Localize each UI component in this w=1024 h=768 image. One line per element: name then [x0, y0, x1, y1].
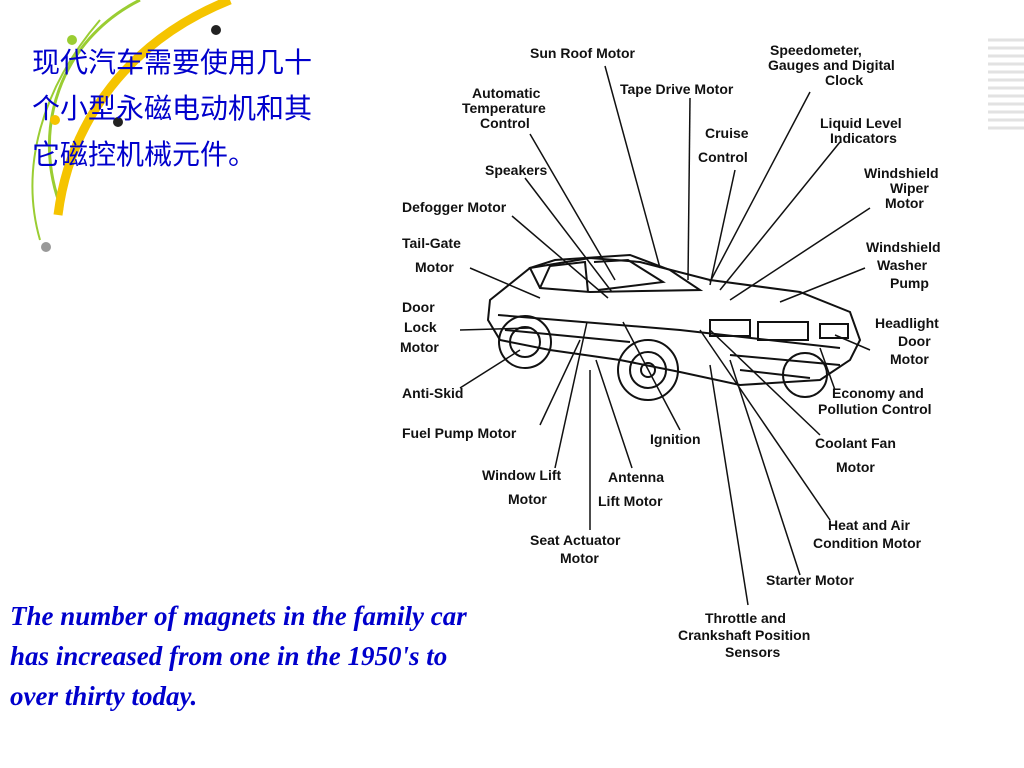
dot [50, 115, 60, 125]
label-seat-actuator-motor: Seat Actuator Motor [530, 532, 624, 566]
label-heat-air-condition-motor: Heat and Air Condition Motor [813, 517, 922, 551]
label-throttle-crankshaft-sensors: Throttle and Crankshaft Position Sensors [678, 610, 814, 660]
leader-lines [459, 65, 871, 606]
label-anti-skid: Anti-Skid [402, 385, 463, 401]
label-windshield-wiper-motor: Windshield Wiper Motor [864, 165, 942, 211]
label-tail-gate-motor: Tail-Gate Motor [402, 235, 465, 275]
dot [67, 35, 77, 45]
label-automatic-temperature-control: Automatic Temperature Control [462, 85, 550, 131]
label-windshield-washer-pump: Windshield Washer Pump [866, 239, 944, 291]
car-illustration [486, 253, 862, 401]
label-cruise-control: Cruise Control [698, 125, 752, 165]
label-fuel-pump-motor: Fuel Pump Motor [402, 425, 517, 441]
label-antenna-lift-motor: Antenna Lift Motor [598, 469, 668, 509]
label-economy-pollution-control: Economy and Pollution Control [818, 385, 932, 417]
chinese-caption-line: 个小型永磁电动机和其 [32, 92, 313, 125]
dot [113, 117, 123, 127]
english-caption-line: has increased from one in the 1950's to [10, 641, 448, 671]
label-tape-drive-motor: Tape Drive Motor [620, 81, 734, 97]
label-liquid-level-indicators: Liquid Level Indicators [820, 115, 906, 146]
label-coolant-fan-motor: Coolant Fan Motor [815, 435, 900, 475]
chinese-caption-line: 它磁控机械元件。 [32, 138, 257, 171]
english-caption: The number of magnets in the family car … [10, 596, 610, 716]
chinese-caption: 现代汽车需要使用几十 个小型永磁电动机和其 它磁控机械元件。 [32, 40, 382, 178]
english-caption-line: over thirty today. [10, 681, 198, 711]
label-defogger-motor: Defogger Motor [402, 199, 507, 215]
label-sun-roof-motor: Sun Roof Motor [530, 45, 636, 61]
label-door-lock-motor: Door Lock Motor [400, 299, 441, 355]
car-motors-diagram: Sun Roof Motor Speedometer, Gauges and D… [400, 42, 944, 660]
label-window-lift-motor: Window Lift Motor [482, 467, 565, 507]
diagram-labels: Sun Roof Motor Speedometer, Gauges and D… [400, 42, 944, 660]
dot [211, 25, 221, 35]
label-speedometer: Speedometer, Gauges and Digital Clock [768, 42, 899, 88]
yellow-swoosh [53, 0, 232, 216]
label-ignition: Ignition [650, 431, 701, 447]
dot [41, 242, 51, 252]
right-stripes [988, 38, 1024, 130]
label-headlight-door-motor: Headlight Door Motor [875, 315, 943, 367]
chinese-caption-line: 现代汽车需要使用几十 [32, 46, 313, 79]
label-speakers: Speakers [485, 162, 547, 178]
green-swoosh [48, 0, 141, 211]
label-starter-motor: Starter Motor [766, 572, 854, 588]
english-caption-line: The number of magnets in the family car [10, 601, 467, 631]
green-swoosh-thin [31, 19, 101, 241]
